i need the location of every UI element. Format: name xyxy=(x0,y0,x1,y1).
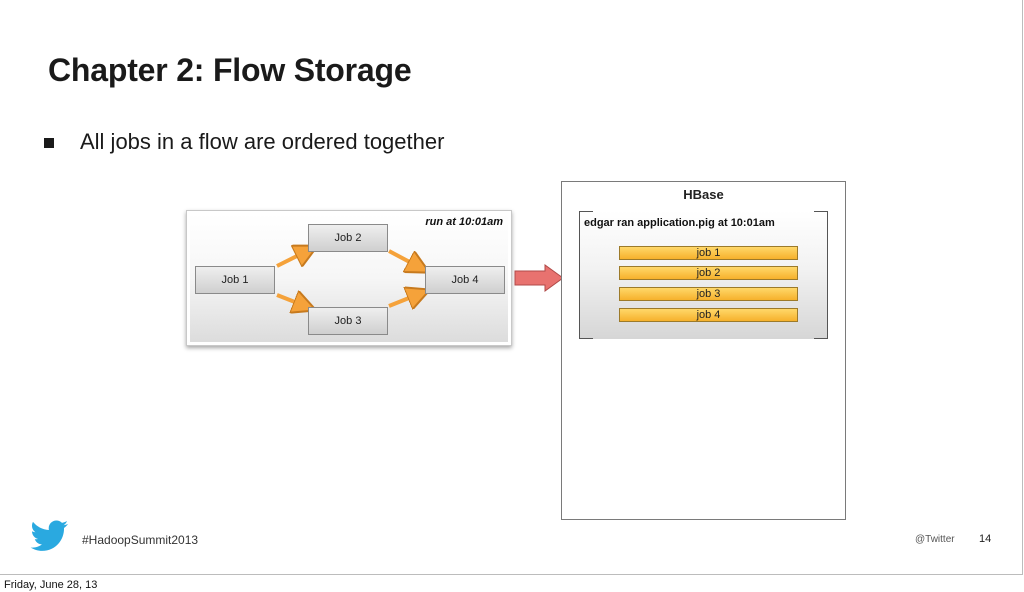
slide-title: Chapter 2: Flow Storage xyxy=(48,52,412,88)
flow-to-hbase-arrow-icon xyxy=(514,264,564,292)
bullet-text: All jobs in a flow are ordered together xyxy=(80,129,445,154)
arrow-job1-to-job3 xyxy=(276,295,305,306)
footer-handle: @Twitter xyxy=(915,534,955,545)
hbase-job-bar-1: job 1 xyxy=(619,246,798,260)
arrow-job2-to-job4 xyxy=(388,249,419,267)
hbase-title: HBase xyxy=(683,187,724,202)
flow-run-label: run at 10:01am xyxy=(425,216,503,228)
flow-arrows xyxy=(276,211,513,347)
date-caption: Friday, June 28, 13 xyxy=(4,579,98,591)
twitter-bird-icon xyxy=(30,520,69,551)
slide: Chapter 2: Flow Storage All jobs in a fl… xyxy=(0,0,1023,575)
hbase-row-bracket-left xyxy=(579,211,593,339)
hbase-job-bar-3: job 3 xyxy=(619,287,798,301)
job-node-2: Job 2 xyxy=(308,224,388,252)
hbase-row-label: edgar ran application.pig at 10:01am xyxy=(584,217,775,229)
page-number: 14 xyxy=(979,533,992,545)
arrow-job1-to-job2 xyxy=(276,251,307,268)
hbase-panel: HBase edgar ran application.pig at 10:01… xyxy=(561,181,846,520)
bullet-marker xyxy=(44,138,54,148)
job-node-4: Job 4 xyxy=(425,266,505,294)
footer-hashtag: #HadoopSummit2013 xyxy=(82,533,199,547)
job-node-3: Job 3 xyxy=(308,307,388,335)
arrow-job3-to-job4 xyxy=(388,294,419,306)
hbase-job-bar-4: job 4 xyxy=(619,308,798,322)
flow-diagram: run at 10:01am Job 1 Job 2 Job 3 Job 4 xyxy=(186,210,512,346)
hbase-row-bracket-right xyxy=(814,211,828,339)
hbase-job-bar-2: job 2 xyxy=(619,266,798,280)
job-node-1: Job 1 xyxy=(195,266,275,294)
